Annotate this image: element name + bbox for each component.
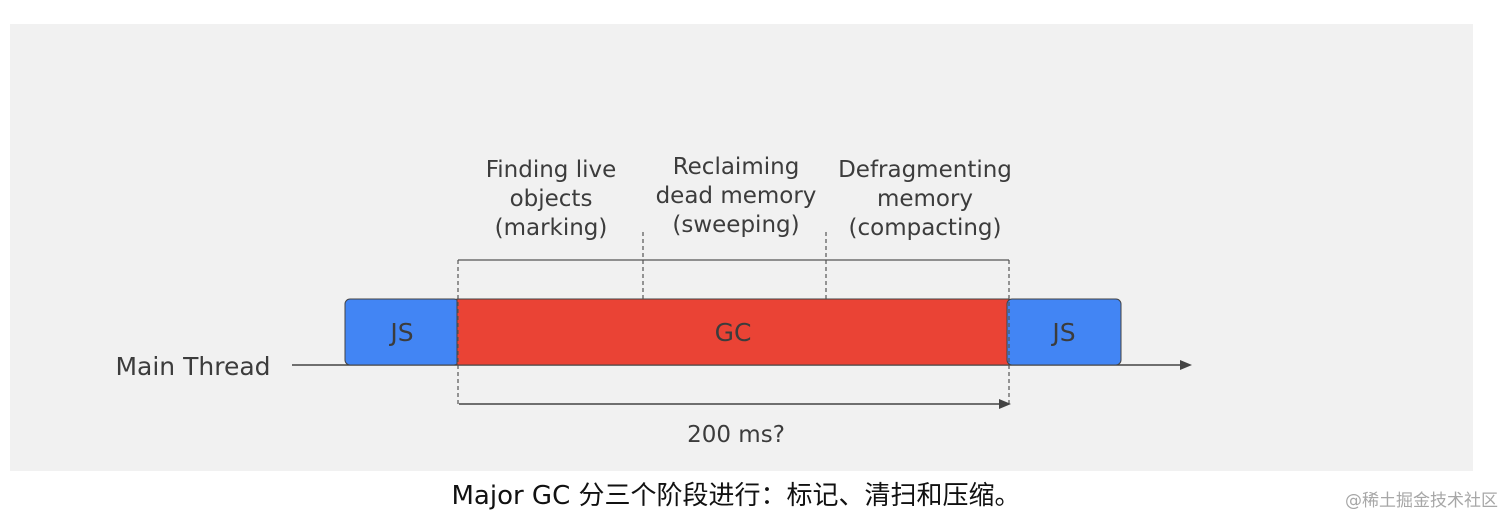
figure-caption: Major GC 分三个阶段进行：标记、清扫和压缩。 [451,481,1021,511]
phase-sweeping-line3: (sweeping) [672,212,799,238]
duration-label: 200 ms? [687,422,785,448]
phase-sweeping-line2: dead memory [656,183,817,209]
phase-compacting-line1: Defragmenting [838,157,1012,183]
phase-marking-line1: Finding live [486,157,617,183]
phase-label-marking: Finding live objects (marking) [486,157,617,241]
gc-block-label: GC [715,318,752,347]
phase-sweeping-line1: Reclaiming [673,154,800,180]
phase-marking-line3: (marking) [495,215,608,241]
js-block-before-label: JS [388,318,413,347]
gc-block [456,298,1010,366]
watermark: @稀土掘金技术社区 [1345,491,1498,511]
gc-timeline-diagram: Main Thread JS GC JS Finding live object… [115,154,1192,448]
main-thread-label: Main Thread [115,352,270,381]
thread-axis-arrowhead [1180,360,1192,370]
phase-compacting-line3: (compacting) [849,215,1002,241]
js-block-after [1006,298,1122,366]
phase-label-sweeping: Reclaiming dead memory (sweeping) [656,154,817,238]
js-block-after-label: JS [1050,318,1075,347]
phase-compacting-line2: memory [877,186,973,212]
phase-label-compacting: Defragmenting memory (compacting) [838,157,1012,241]
duration-arrowhead [999,399,1011,409]
diagram-panel [10,24,1473,471]
phase-marking-line2: objects [510,186,593,212]
